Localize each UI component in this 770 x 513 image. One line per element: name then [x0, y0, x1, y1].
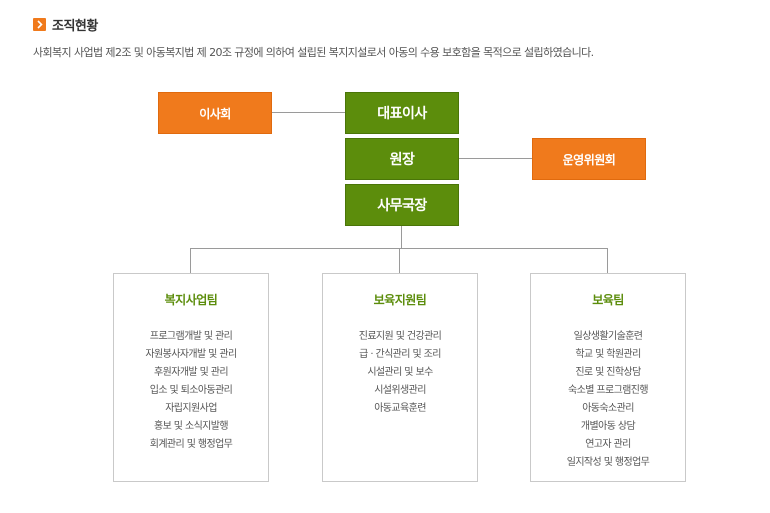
duty-item: 입소 및 퇴소아동관리: [149, 385, 233, 396]
duty-item: 진료지원 및 건강관리: [358, 331, 442, 342]
team-duty-list: 프로그램개발 및 관리 자원봉사자개발 및 관리 후원자개발 및 관리 입소 및…: [114, 328, 268, 454]
connector-board-ceo: [270, 112, 346, 113]
duty-item: 급 · 간식관리 및 조리: [359, 349, 441, 360]
team-welfare-business: 복지사업팀 프로그램개발 및 관리 자원봉사자개발 및 관리 후원자개발 및 관…: [113, 273, 269, 482]
team-care-support: 보육지원팀 진료지원 및 건강관리 급 · 간식관리 및 조리 시설관리 및 보…: [322, 273, 478, 482]
team-duty-list: 일상생활기술훈련 학교 및 학원관리 진로 및 진학상담 숙소별 프로그램진행 …: [531, 328, 685, 472]
team-duty-list: 진료지원 및 건강관리 급 · 간식관리 및 조리 시설관리 및 보수 시설위생…: [323, 328, 477, 418]
steering-committee-box: 운영위원회: [532, 138, 646, 180]
duty-item: 진로 및 진학상담: [575, 367, 641, 378]
duty-item: 학교 및 학원관리: [575, 349, 641, 360]
connector-team-1: [190, 248, 191, 273]
duty-item: 숙소별 프로그램진행: [568, 385, 649, 396]
duty-item: 프로그램개발 및 관리: [149, 331, 233, 342]
page-title: 조직현황: [52, 19, 98, 34]
duty-item: 시설위생관리: [374, 385, 426, 396]
page-description: 사회복지 사업법 제2조 및 아동복지법 제 20조 규정에 의하여 설립된 복…: [33, 46, 594, 59]
connector-trunk: [401, 226, 402, 248]
duty-item: 시설관리 및 보수: [367, 367, 433, 378]
duty-item: 자립지원사업: [165, 403, 217, 414]
team-title: 보육팀: [592, 293, 624, 307]
connector-team-3: [607, 248, 608, 273]
duty-item: 자원봉사자개발 및 관리: [145, 349, 237, 360]
team-title: 보육지원팀: [373, 293, 427, 307]
duty-item: 연고자 관리: [585, 439, 631, 450]
ceo-box: 대표이사: [345, 92, 459, 134]
duty-item: 홍보 및 소식지발행: [154, 421, 229, 432]
duty-item: 아동교육훈련: [374, 403, 426, 414]
director-box: 원장: [345, 138, 459, 180]
duty-item: 일지작성 및 행정업무: [566, 457, 650, 468]
arrow-right-icon: [33, 18, 46, 31]
connector-team-2: [399, 248, 400, 273]
team-childcare: 보육팀 일상생활기술훈련 학교 및 학원관리 진로 및 진학상담 숙소별 프로그…: [530, 273, 686, 482]
duty-item: 아동숙소관리: [582, 403, 634, 414]
board-box: 이사회: [158, 92, 272, 134]
connector-director-committee: [458, 158, 533, 159]
duty-item: 개별아동 상담: [580, 421, 636, 432]
duty-item: 일상생활기술훈련: [573, 331, 643, 342]
duty-item: 회계관리 및 행정업무: [149, 439, 233, 450]
duty-item: 후원자개발 및 관리: [154, 367, 229, 378]
team-title: 복지사업팀: [164, 293, 218, 307]
secretary-general-box: 사무국장: [345, 184, 459, 226]
